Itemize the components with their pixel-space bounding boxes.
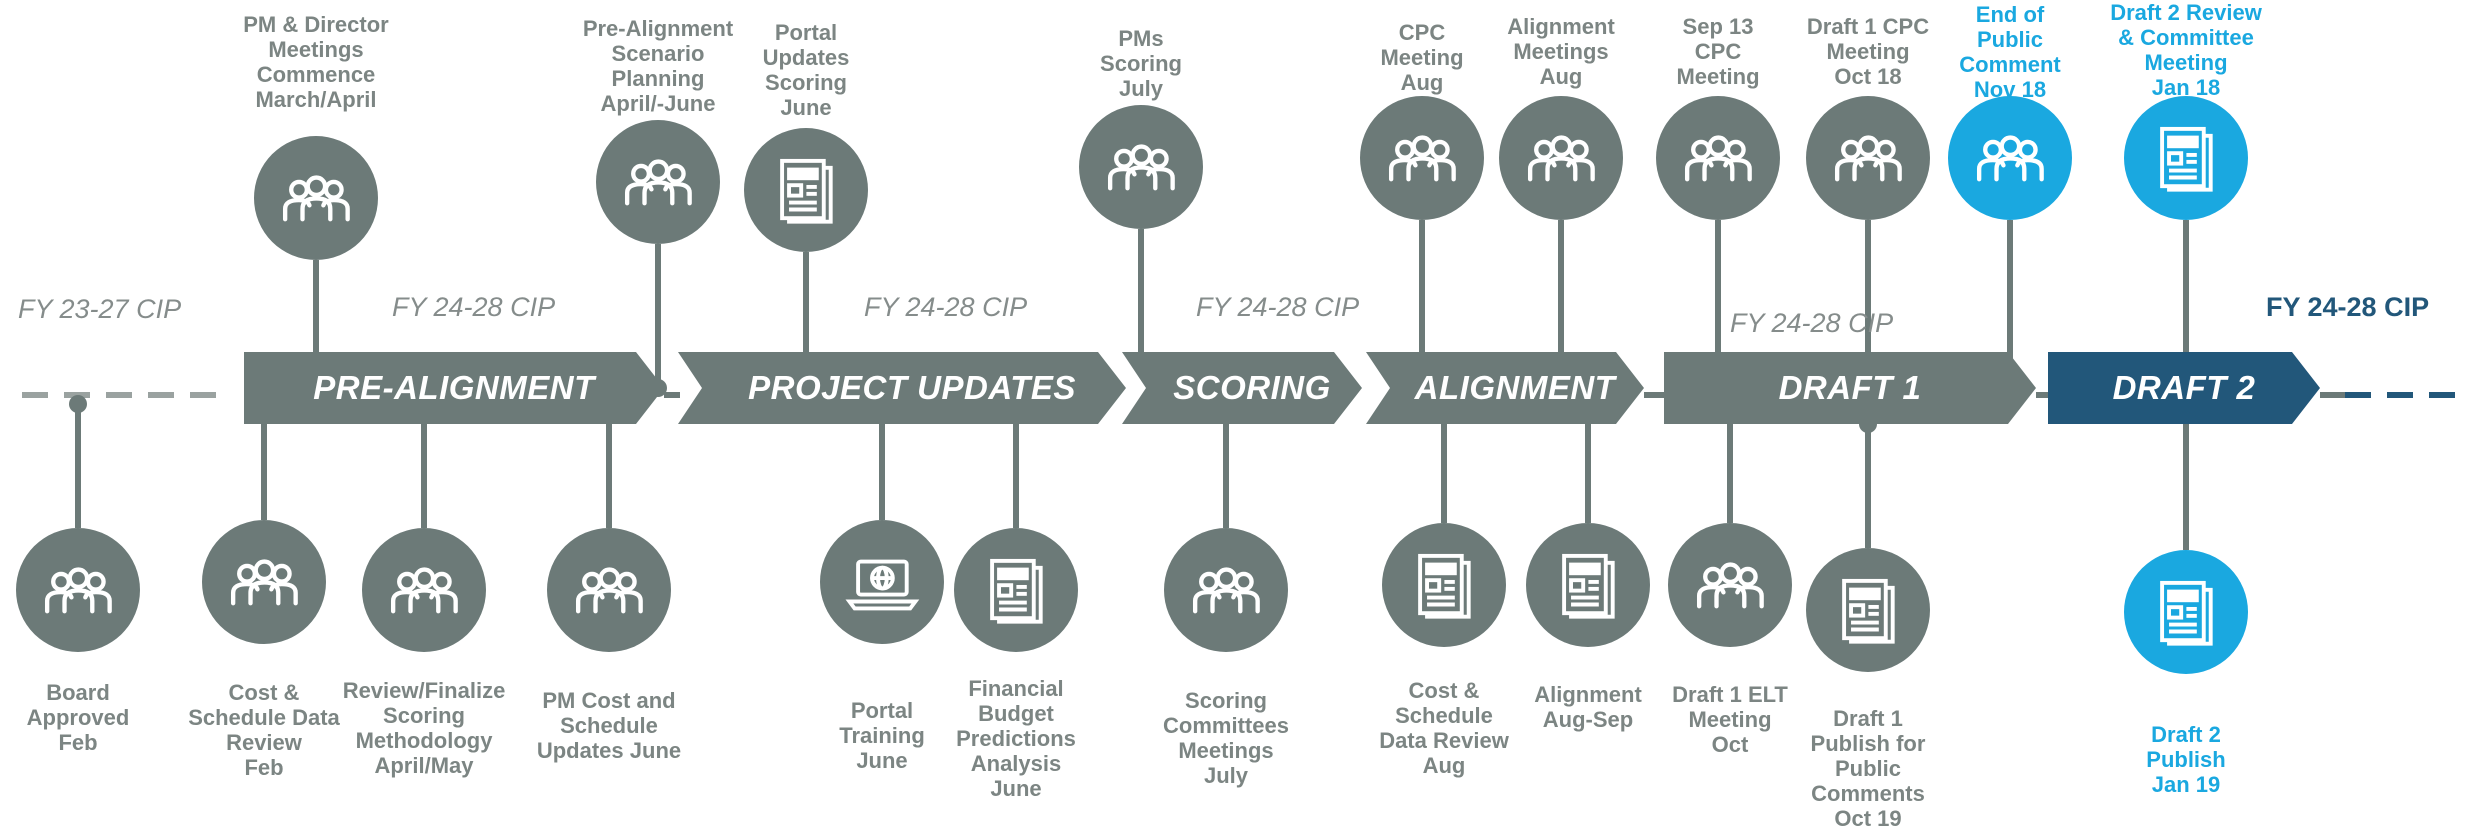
people-icon xyxy=(362,528,486,652)
fiscal-label-draft-2: FY 24-28 CIP xyxy=(2266,292,2430,322)
milestone-circle xyxy=(362,528,486,652)
milestone-circle xyxy=(202,520,326,644)
fiscal-label-fy23-27: FY 23-27 CIP xyxy=(18,294,182,324)
milestone-circle xyxy=(1668,523,1792,647)
people-icon xyxy=(254,136,378,260)
people-icon xyxy=(1806,96,1930,220)
milestone-label: Draft 2 Review & Committee Meeting Jan 1… xyxy=(2110,0,2262,100)
people-icon xyxy=(1360,96,1484,220)
phase-draft-1: DRAFT 1 xyxy=(1664,352,2036,424)
milestone-label: End of Public Comment Nov 18 xyxy=(1959,2,2061,102)
milestone-label: Board Approved Feb xyxy=(26,680,130,755)
milestone-label: Draft 1 ELT Meeting Oct xyxy=(1672,682,1788,757)
phase-alignment: ALIGNMENT xyxy=(1366,352,1644,424)
milestone-label: Pre-Alignment Scenario Planning April/-J… xyxy=(582,16,734,116)
milestone-circle xyxy=(1656,96,1780,220)
milestone-circle xyxy=(1499,96,1623,220)
phase-project-updates: PROJECT UPDATES xyxy=(678,352,1126,424)
milestone-circle xyxy=(1382,523,1506,647)
milestone-label: Review/Finalize Scoring Methodology Apri… xyxy=(342,678,506,778)
milestone-circle xyxy=(547,528,671,652)
milestone-label: Cost & Schedule Data Review Aug xyxy=(1379,678,1509,778)
milestone-label: Financial Budget Predictions Analysis Ju… xyxy=(956,676,1076,801)
people-icon xyxy=(16,528,140,652)
document-icon xyxy=(954,528,1078,652)
milestone-label: PM Cost and Schedule Updates June xyxy=(536,688,682,763)
people-icon xyxy=(202,520,326,644)
phase-scoring: SCORING xyxy=(1122,352,1362,424)
milestone-circle xyxy=(2124,550,2248,674)
people-icon xyxy=(1948,96,2072,220)
document-icon xyxy=(2124,550,2248,674)
phase-draft-2: DRAFT 2 xyxy=(2048,352,2320,424)
milestone-circle xyxy=(254,136,378,260)
milestone-stem-dot xyxy=(69,395,87,413)
document-icon xyxy=(744,128,868,252)
milestone-label: CPC Meeting Aug xyxy=(1380,20,1464,95)
people-icon xyxy=(1668,523,1792,647)
milestone-circle xyxy=(1079,105,1203,229)
document-icon xyxy=(1806,548,1930,672)
people-icon xyxy=(547,528,671,652)
milestone-circle xyxy=(954,528,1078,652)
milestone-label: Draft 2 Publish Jan 19 xyxy=(2146,722,2226,797)
milestone-circle xyxy=(596,120,720,244)
people-icon xyxy=(1499,96,1623,220)
milestone-label: Sep 13 CPC Meeting xyxy=(1676,14,1760,89)
milestone-label: Alignment Aug-Sep xyxy=(1534,682,1642,732)
people-icon xyxy=(1164,528,1288,652)
document-icon xyxy=(1382,523,1506,647)
milestone-label: Draft 1 Publish for Public Comments Oct … xyxy=(1810,706,1926,829)
fiscal-label-pre-alignment: FY 24-28 CIP xyxy=(392,292,556,322)
milestone-circle xyxy=(1360,96,1484,220)
fiscal-label-scoring: FY 24-28 CIP xyxy=(1196,292,1360,322)
laptop-globe-icon xyxy=(820,520,944,644)
milestone-circle xyxy=(2124,96,2248,220)
milestone-label: Alignment Meetings Aug xyxy=(1507,14,1615,89)
milestone-circle xyxy=(744,128,868,252)
fiscal-label-project-updates: FY 24-28 CIP xyxy=(864,292,1028,322)
phase-pre-alignment: PRE-ALIGNMENT xyxy=(244,352,664,424)
milestone-circle xyxy=(1948,96,2072,220)
people-icon xyxy=(1656,96,1780,220)
milestone-circle xyxy=(1164,528,1288,652)
milestone-circle xyxy=(820,520,944,644)
people-icon xyxy=(1079,105,1203,229)
document-icon xyxy=(1526,523,1650,647)
milestone-label: Cost & Schedule Data Review Feb xyxy=(188,680,340,780)
milestone-label: Draft 1 CPC Meeting Oct 18 xyxy=(1806,14,1930,89)
milestone-label: Portal Updates Scoring June xyxy=(762,20,850,120)
fiscal-label-draft-1: FY 24-28 CIP xyxy=(1730,308,1894,338)
milestone-label: Scoring Committees Meetings July xyxy=(1163,688,1289,788)
people-icon xyxy=(596,120,720,244)
milestone-label: PM & Director Meetings Commence March/Ap… xyxy=(243,12,389,112)
milestone-circle xyxy=(16,528,140,652)
document-icon xyxy=(2124,96,2248,220)
milestone-label: Portal Training June xyxy=(839,698,925,773)
milestone-circle xyxy=(1806,548,1930,672)
milestone-circle xyxy=(1806,96,1930,220)
milestone-label: PMs Scoring July xyxy=(1100,26,1182,101)
milestone-circle xyxy=(1526,523,1650,647)
